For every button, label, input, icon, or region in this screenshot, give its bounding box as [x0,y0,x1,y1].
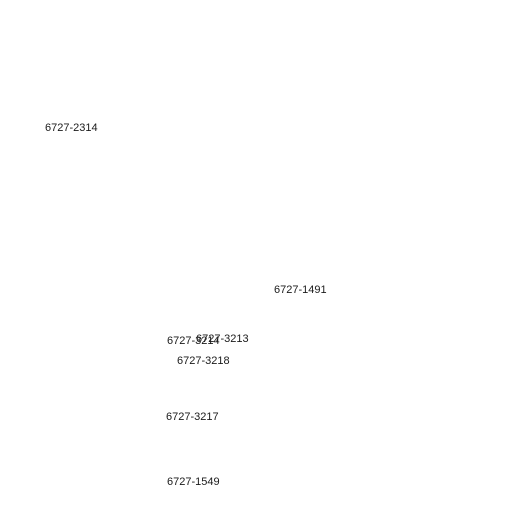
parcel-label[interactable]: 6727-3218 [177,355,230,367]
parcel-label[interactable]: 6727-3213 [196,333,249,345]
parcel-label[interactable]: 6727-1549 [167,476,220,488]
parcel-label[interactable]: 6727-3217 [166,411,219,423]
parcel-label[interactable]: 6727-3214 [167,335,220,347]
parcel-label[interactable]: 6727-2314 [45,122,98,134]
parcel-label[interactable]: 6727-1491 [274,284,327,296]
